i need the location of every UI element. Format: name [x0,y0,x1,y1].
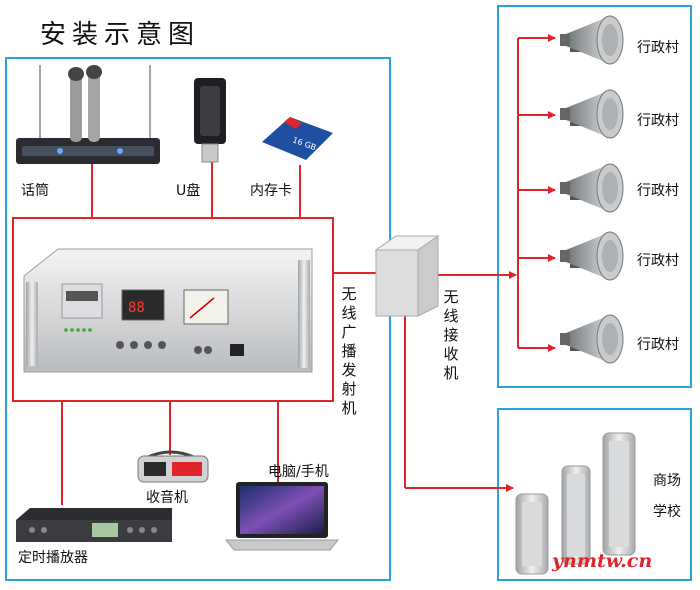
village-label: 行政村 [637,113,679,129]
venue-frame [497,408,692,581]
memory-card-device: 16 GB [262,117,333,160]
venue-label-mall: 商场 [653,473,681,489]
transmitter-frame [12,217,334,402]
receiver-label: 无线接收机 [443,288,459,382]
village-label: 行政村 [637,337,679,353]
svg-text:88: 88 [128,300,145,316]
column-speaker-small [515,493,549,575]
horn-speaker [560,89,624,139]
column-speaker-tall [602,432,636,556]
village-label: 行政村 [637,183,679,199]
venue-label-school: 学校 [653,504,681,520]
radio-device [137,450,209,483]
card-label: 内存卡 [250,183,292,199]
transmitter-device: 88 [23,248,313,373]
mic-label: 话筒 [21,183,49,199]
village-label: 行政村 [637,40,679,56]
village-frame [497,5,692,388]
receiver-device [374,235,440,317]
input-wires [61,160,301,505]
horn-speaker [560,314,624,364]
radio-label: 收音机 [146,490,188,506]
page-title: 安装示意图 [40,20,201,50]
venue-wires [404,312,514,492]
watermark: ynmtw.cn [552,550,653,572]
usb-drive-device [194,78,226,163]
horn-speaker [560,231,624,281]
column-speaker-medium [561,465,591,565]
village-label: 行政村 [637,253,679,269]
wireless-mic-device [16,65,160,164]
main-frame [5,57,391,581]
computer-label: 电脑/手机 [268,464,329,480]
village-wires [436,34,556,352]
timer-label: 定时播放器 [18,550,88,566]
transmitter-label: 无线广播发射机 [341,285,357,417]
laptop-device [224,482,340,551]
timer-player-device [16,508,172,542]
usb-label: U盘 [176,183,201,199]
horn-speaker [560,15,624,65]
horn-speaker [560,163,624,213]
